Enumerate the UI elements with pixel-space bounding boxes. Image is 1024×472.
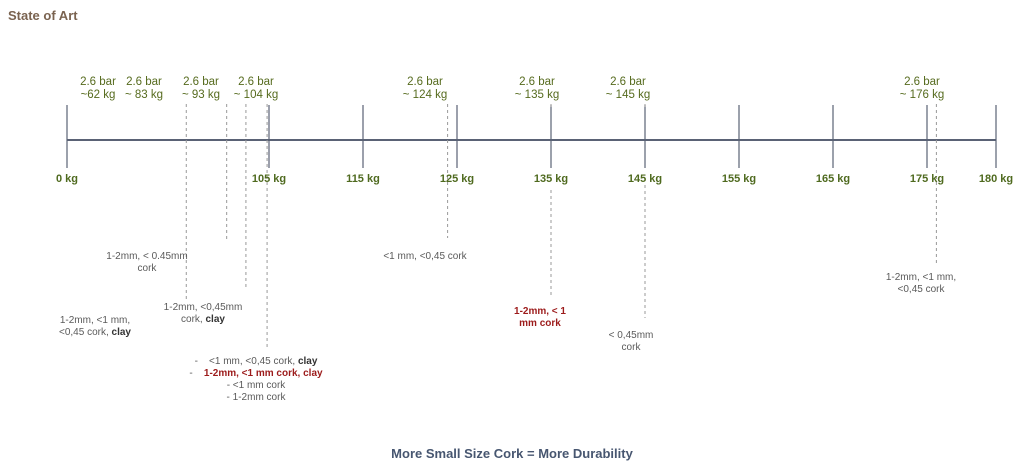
tick-marks (66, 105, 997, 168)
marker-62-desc: 1-2mm, <1 mm, <0,45 cork, clay (59, 315, 131, 338)
marker-83-top: 2.6 bar~ 83 kg (124, 76, 164, 101)
tick-label: 0 kg (55, 173, 79, 185)
marker-145-top: 2.6 bar~ 145 kg (605, 76, 651, 101)
tick-label: 145 kg (627, 173, 663, 185)
marker-93-desc: 1-2mm, <0,45mm cork, clay (163, 302, 243, 325)
marker-176-top: 2.6 bar~ 176 kg (899, 76, 945, 101)
marker-93-top: 2.6 bar~ 93 kg (181, 76, 221, 101)
marker-124-top: 2.6 bar~ 124 kg (402, 76, 448, 101)
page-title: State of Art (8, 8, 78, 23)
marker-176-desc: 1-2mm, <1 mm, <0,45 cork (885, 272, 957, 295)
marker-135-top: 2.6 bar~ 135 kg (514, 76, 560, 101)
footer-caption: More Small Size Cork = More Durability (391, 446, 633, 461)
marker-104-top: 2.6 bar~ 104 kg (233, 76, 279, 101)
marker-135-desc: 1-2mm, < 1 mm cork (514, 306, 566, 329)
marker-124-desc: <1 mm, <0,45 cork (383, 251, 467, 262)
marker-104-list: - <1 mm, <0,45 cork, clay - 1-2mm, <1 mm… (189, 356, 323, 403)
tick-label: 115 kg (346, 173, 380, 185)
marker-dashes (185, 104, 937, 350)
tick-label: 155 kg (721, 173, 757, 185)
tick-label: 125 kg (439, 173, 475, 185)
marker-62-top: 2.6 bar~62 kg (80, 76, 116, 101)
tick-label: 180 kg (978, 173, 1014, 185)
tick-label: 105 kg (251, 173, 287, 185)
tick-label: 165 kg (815, 173, 851, 185)
tick-label: 135 kg (533, 173, 569, 185)
marker-83-desc: 1-2mm, < 0.45mm cork (106, 251, 188, 274)
tick-label: 175 kg (909, 173, 945, 185)
marker-145-desc: < 0,45mm cork (608, 330, 654, 353)
